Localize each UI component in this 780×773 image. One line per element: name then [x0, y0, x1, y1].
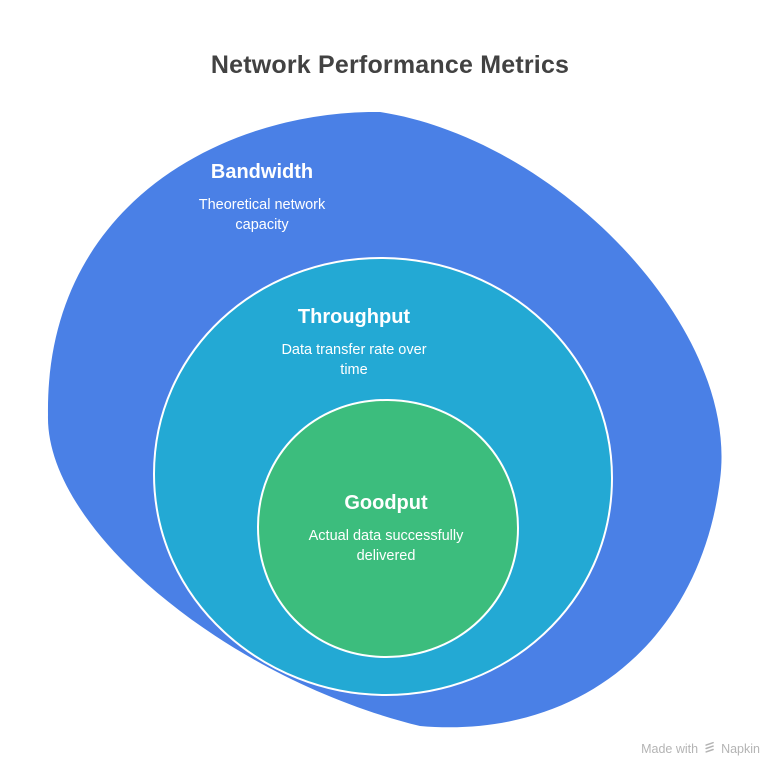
- watermark-brand: Napkin: [721, 742, 760, 756]
- bandwidth-description: Theoretical network capacity: [198, 197, 326, 233]
- throughput-description: Data transfer rate over time: [281, 342, 427, 378]
- watermark-prefix: Made with: [641, 742, 699, 756]
- bandwidth-label-group: Bandwidth Theoretical network capacity: [142, 160, 382, 235]
- goodput-set-shape: [256, 398, 520, 659]
- napkin-logo-icon: [703, 741, 716, 757]
- bandwidth-label: Bandwidth: [210, 161, 314, 183]
- goodput-label-group: Goodput Actual data successfully deliver…: [266, 491, 506, 566]
- page-title: Network Performance Metrics: [210, 51, 570, 79]
- napkin-watermark[interactable]: Made with Napkin: [641, 741, 760, 757]
- throughput-label: Throughput: [297, 306, 411, 328]
- goodput-label: Goodput: [344, 492, 428, 514]
- goodput-description: Actual data successfully delivered: [308, 528, 464, 564]
- throughput-label-group: Throughput Data transfer rate over time: [234, 305, 474, 380]
